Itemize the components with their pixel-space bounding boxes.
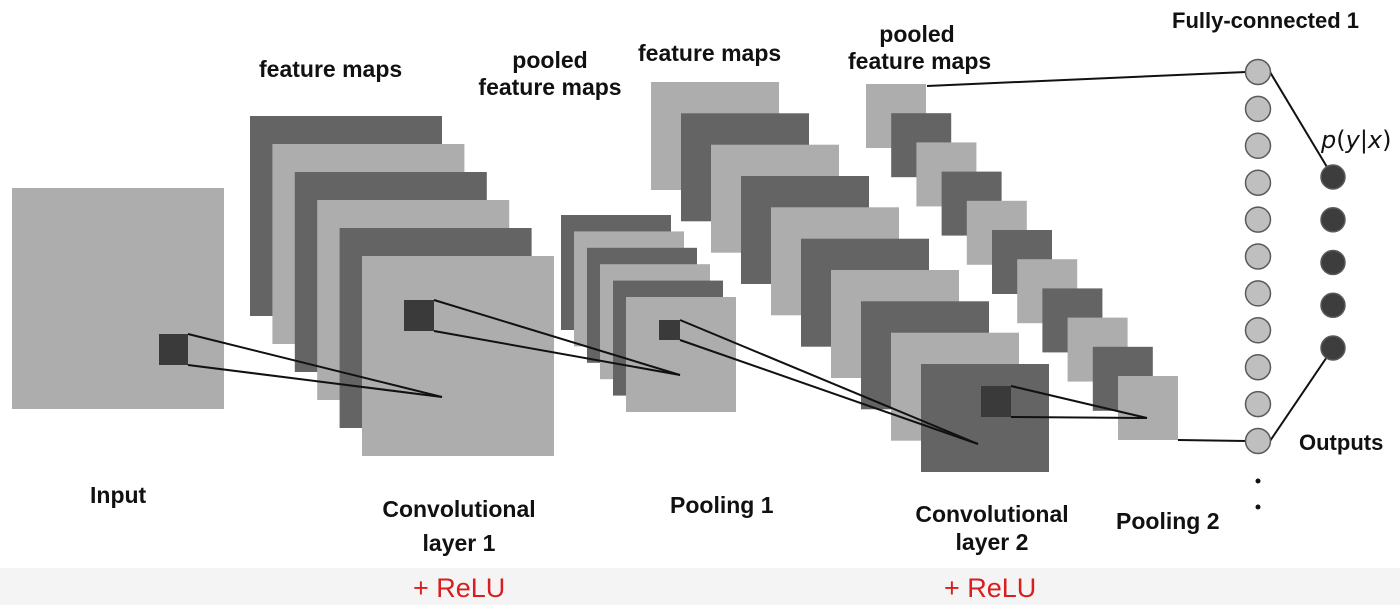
fc-node-9 bbox=[1244, 353, 1272, 381]
pooled-map-2-11 bbox=[1118, 376, 1178, 440]
relu-1-label: + ReLU bbox=[413, 573, 506, 603]
fc-node-3 bbox=[1244, 132, 1272, 160]
pooled-1-line2: feature maps bbox=[478, 74, 622, 100]
input-kernel bbox=[159, 334, 188, 365]
pooled-2-line1: pooled bbox=[879, 21, 955, 47]
line-pool2-top-to-fc bbox=[926, 71, 1247, 87]
pool2-label: Pooling 2 bbox=[1116, 508, 1220, 534]
probability-label: p(y|x) bbox=[1321, 126, 1391, 154]
feature-maps-2-label: feature maps bbox=[638, 40, 782, 66]
output-node-1 bbox=[1320, 164, 1346, 190]
line-fc-to-output-top bbox=[1269, 71, 1334, 178]
fc-ellipsis-dot-2 bbox=[1255, 504, 1261, 510]
conv1-line2: layer 1 bbox=[422, 530, 496, 556]
input-label: Input bbox=[90, 482, 147, 508]
line-pool1-to-conv2-b bbox=[679, 339, 979, 445]
pool1-kernel bbox=[659, 320, 680, 340]
line-conv2-to-pool2-a bbox=[1010, 385, 1148, 419]
relu-2-label: + ReLU bbox=[944, 573, 1037, 603]
line-pool1-to-conv2-a bbox=[679, 319, 979, 445]
pooled-feature-maps-1-label: pooled feature maps bbox=[466, 47, 634, 101]
conv2-line1: Convolutional bbox=[915, 501, 1069, 527]
line-fc-to-output-bottom bbox=[1269, 347, 1334, 442]
conv2-label: Convolutional layer 2 bbox=[897, 500, 1087, 556]
line-input-to-conv1-a bbox=[187, 333, 443, 398]
fc-node-10 bbox=[1244, 390, 1272, 418]
output-node-2 bbox=[1320, 207, 1346, 233]
fc-node-5 bbox=[1244, 206, 1272, 233]
outputs-label: Outputs bbox=[1299, 430, 1384, 455]
conv1-label: Convolutional layer 1 bbox=[364, 492, 554, 560]
conv1-kernel bbox=[404, 300, 434, 331]
prob-x: x bbox=[1367, 126, 1383, 154]
pooled-map-1-6 bbox=[626, 297, 736, 412]
feature-map-1-6 bbox=[362, 256, 554, 456]
output-nodes bbox=[1320, 164, 1346, 361]
output-node-5 bbox=[1320, 335, 1346, 361]
fc-node-11 bbox=[1244, 427, 1272, 455]
line-pool2-bottom-to-fc bbox=[1177, 439, 1247, 442]
fully-connected-label: Fully-connected 1 bbox=[1172, 8, 1360, 33]
pooled-feature-maps-1-stack bbox=[561, 215, 736, 412]
prob-open: ( bbox=[1336, 126, 1346, 154]
pooled-1-line1: pooled bbox=[512, 47, 588, 73]
fc-node-4 bbox=[1244, 169, 1272, 196]
prob-close: ) bbox=[1382, 126, 1392, 154]
feature-maps-1-stack bbox=[250, 116, 554, 456]
fc-node-8 bbox=[1244, 317, 1272, 344]
pooled-2-line2: feature maps bbox=[848, 48, 992, 74]
line-conv2-to-pool2-b bbox=[1010, 416, 1148, 419]
prob-bar: | bbox=[1359, 126, 1368, 154]
line-conv1-to-pool1-b bbox=[433, 330, 681, 376]
prob-p: p bbox=[1321, 126, 1337, 154]
pooled-feature-maps-2-stack bbox=[866, 84, 1178, 440]
fc-ellipsis-dot-1 bbox=[1255, 478, 1261, 484]
line-input-to-conv1-b bbox=[187, 364, 443, 398]
feature-maps-1-label: feature maps bbox=[259, 56, 403, 82]
conv2-line2: layer 2 bbox=[955, 529, 1029, 555]
line-conv1-to-pool1-a bbox=[433, 299, 681, 376]
conv1-line1: Convolutional bbox=[382, 496, 536, 522]
connection-lines bbox=[187, 71, 1334, 445]
fc-node-1 bbox=[1244, 58, 1272, 86]
conv2-kernel bbox=[981, 386, 1011, 417]
input-image bbox=[12, 188, 224, 409]
fully-connected-nodes bbox=[1244, 58, 1272, 455]
output-node-4 bbox=[1320, 292, 1346, 319]
fc-node-6 bbox=[1244, 243, 1272, 270]
fc-node-7 bbox=[1244, 280, 1272, 307]
prob-y: y bbox=[1345, 126, 1360, 154]
output-node-3 bbox=[1320, 249, 1346, 276]
pooled-feature-maps-2-label: pooled feature maps bbox=[848, 21, 992, 75]
bottom-band bbox=[0, 568, 1400, 605]
pool1-label: Pooling 1 bbox=[670, 492, 774, 518]
fc-node-2 bbox=[1244, 95, 1272, 123]
